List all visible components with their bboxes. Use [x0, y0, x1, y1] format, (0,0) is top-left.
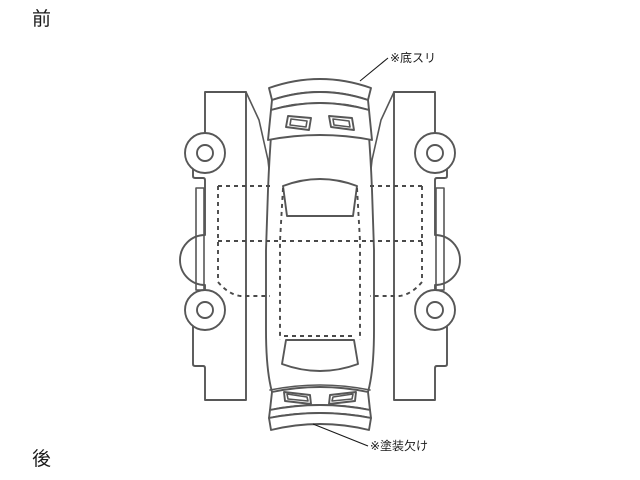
dash-right-lower-diagonal [370, 281, 423, 297]
front-left-wheel [184, 289, 226, 331]
rear-lamp-left-inner [289, 118, 308, 128]
dash-inner-left-vertical [279, 187, 284, 340]
annotation-label-paint-chip: ※塗装欠け [370, 439, 429, 453]
wheel-group [184, 132, 456, 331]
front-right-wheel [414, 289, 456, 331]
rear-lamp-right-inner [332, 118, 351, 128]
orientation-label-rear: 後 [32, 448, 52, 470]
rear-window-glass [282, 178, 358, 217]
front-bumper-assembly [268, 384, 372, 431]
front-lamp-right-inner [331, 393, 354, 402]
leader-line-bottom [312, 423, 369, 447]
rear-lamp-right [328, 115, 355, 131]
rear-bumper-assembly [267, 78, 373, 141]
front-hood-seam [269, 384, 371, 391]
front-lamp-left-inner [286, 393, 309, 402]
leader-line-top [359, 57, 389, 82]
rear-left-wheel [184, 132, 226, 174]
dash-left-lower-diagonal [217, 281, 270, 297]
front-windshield-glass [281, 339, 359, 372]
right-front-fender-edge [369, 91, 395, 179]
dash-inner-right-vertical [356, 187, 361, 340]
annotation-leaders [312, 57, 389, 447]
rear-window [282, 178, 358, 217]
dashed-panel-division-grid [217, 185, 423, 340]
annotation-label-underbody-scrape: ※底スリ [390, 51, 437, 65]
front-windshield [281, 339, 359, 372]
front-bumper-lower-lip [268, 412, 372, 431]
orientation-label-front: 前 [32, 8, 52, 30]
rear-right-wheel [414, 132, 456, 174]
rear-trunk-panel [267, 102, 373, 141]
left-front-fender-edge [245, 91, 271, 179]
